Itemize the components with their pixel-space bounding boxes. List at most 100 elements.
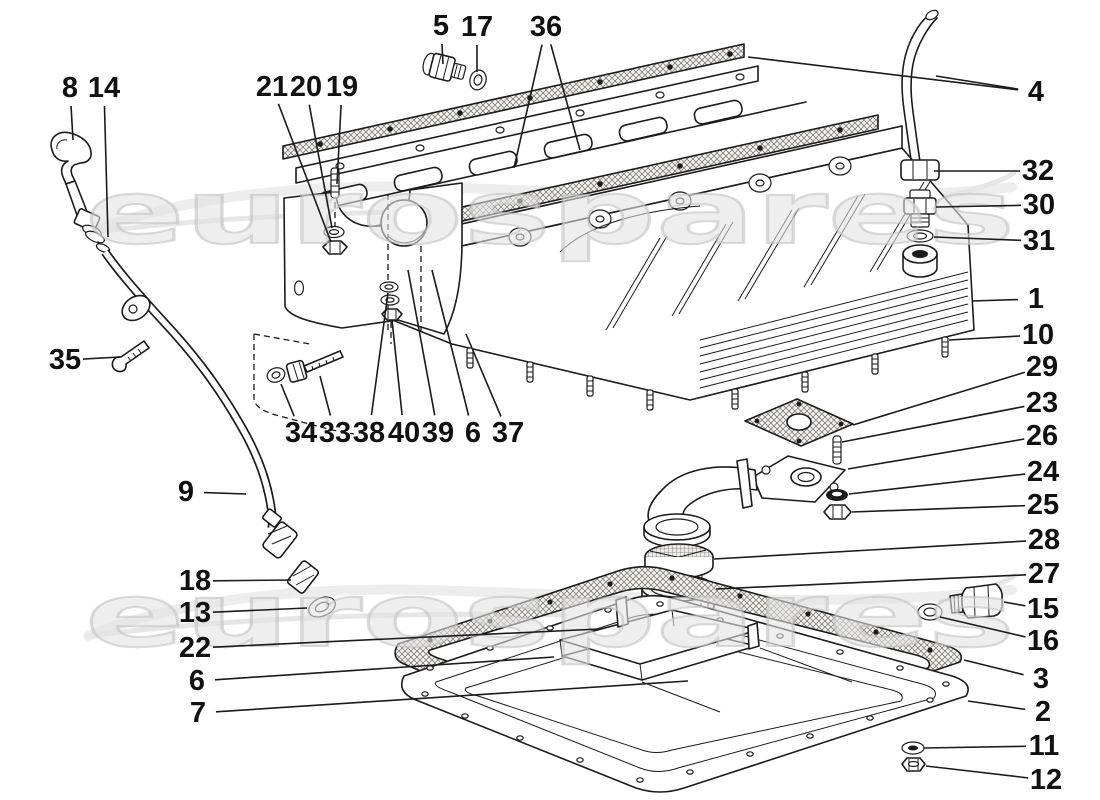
callout-leader-3 [963, 659, 1024, 676]
stud [801, 371, 809, 393]
callout-leader-16 [939, 616, 1026, 638]
callout-leader-14 [103, 105, 109, 238]
callout-leader-2 [967, 700, 1026, 711]
callout-leader-35 [82, 356, 121, 360]
callout-13: 13 [179, 597, 211, 629]
callout-leader-31 [933, 236, 1022, 242]
callout-leader-11 [923, 745, 1027, 749]
sump-upper-body [321, 125, 975, 401]
callout-19: 19 [326, 71, 358, 103]
callout-leader-20 [308, 104, 333, 229]
stud [646, 389, 654, 411]
callout-12: 12 [1030, 764, 1062, 796]
callout-37: 37 [492, 417, 524, 449]
screw-35 [111, 340, 150, 373]
callout-21: 21 [256, 71, 288, 103]
tube-ferrule [262, 508, 298, 559]
interior-ribs [605, 179, 932, 331]
callout-leader-9 [203, 491, 247, 495]
callout-28: 28 [1028, 524, 1060, 556]
nut-25 [823, 504, 852, 520]
washer-31 [906, 229, 934, 243]
washer-17 [469, 69, 487, 91]
callout-3: 3 [1033, 663, 1049, 695]
callout-leader-4 [935, 75, 1019, 90]
callout-leader-27 [715, 574, 1027, 590]
callout-11: 11 [1029, 730, 1060, 762]
dipstick-neck [65, 180, 111, 253]
callout-22: 22 [179, 632, 211, 664]
callout-leader-37 [465, 333, 502, 417]
mounting-studs [466, 336, 949, 411]
strainer-28 [644, 543, 714, 584]
nut-21 [322, 240, 348, 255]
watermark-text: eurospares [85, 564, 1015, 667]
callout-leader-6 [214, 656, 555, 681]
hidden-flange-outline [253, 333, 355, 435]
bolt-33 [266, 350, 344, 383]
callout-35: 35 [49, 344, 81, 376]
callout-leader-18 [212, 579, 292, 582]
callout-1: 1 [1028, 283, 1044, 315]
callout-leader-36 [513, 44, 543, 169]
sender-5 [422, 52, 467, 82]
fitting-32 [900, 159, 940, 181]
pickup-pipe-26 [643, 455, 846, 548]
callout-4: 4 [1028, 76, 1044, 108]
callout-33: 33 [319, 417, 351, 449]
callout-leader-15 [1003, 601, 1026, 607]
callout-leader-13 [212, 607, 308, 613]
callout-5: 5 [433, 10, 449, 42]
callout-6: 6 [465, 417, 481, 449]
callout-leader-26 [847, 438, 1025, 470]
callout-27: 27 [1028, 558, 1060, 590]
callout-leader-24 [848, 473, 1026, 495]
callout-2: 2 [1035, 696, 1051, 728]
callout-31: 31 [1023, 225, 1055, 257]
callout-40: 40 [388, 417, 420, 449]
tube-bracket [121, 294, 151, 322]
callout-25: 25 [1027, 489, 1059, 521]
callout-leader-33 [319, 375, 332, 416]
callout-leader-34 [280, 383, 295, 417]
breather-boss [902, 244, 938, 278]
washer-20 [323, 225, 345, 239]
gasket-strip-upper [282, 43, 745, 160]
union-18 [286, 560, 320, 594]
callout-leader-10 [948, 335, 1021, 341]
callout-24: 24 [1027, 456, 1059, 488]
callout-39: 39 [422, 417, 454, 449]
callout-18: 18 [179, 565, 211, 597]
nut-12 [901, 757, 926, 772]
callout-leader-12 [925, 765, 1029, 779]
oil-dipstick [50, 131, 336, 618]
callout-leader-4 [747, 56, 1019, 91]
callout-9: 9 [178, 476, 194, 508]
sump-front-cover [283, 182, 463, 336]
washer-24 [826, 489, 848, 501]
callout-leader-22 [212, 628, 600, 648]
baffle-22 [559, 596, 853, 713]
stud-23 [832, 435, 842, 465]
callout-29: 29 [1026, 351, 1058, 383]
callout-15: 15 [1027, 593, 1059, 625]
fitting-30 [903, 189, 937, 228]
callout-20: 20 [290, 71, 322, 103]
stud [731, 388, 739, 410]
callout-leader-25 [851, 504, 1026, 513]
stud [941, 336, 949, 358]
washer-16 [917, 603, 943, 621]
stud [466, 347, 474, 369]
drain-plug-15 [949, 583, 1003, 619]
stud [871, 353, 879, 375]
callout-36: 36 [530, 11, 562, 43]
cooling-fins [699, 271, 969, 389]
callout-leader-7 [215, 680, 689, 713]
washer-11 [901, 741, 925, 755]
callout-6: 6 [189, 665, 205, 697]
callout-leader-30 [935, 204, 1022, 208]
callout-leader-21 [277, 103, 332, 243]
stud [526, 361, 534, 383]
